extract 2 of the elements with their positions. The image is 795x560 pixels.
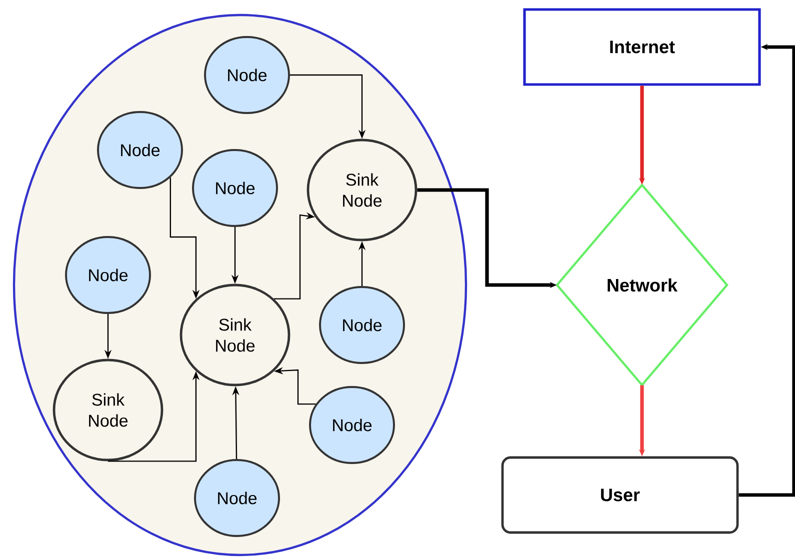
internet-box: Internet [523,8,761,86]
user-box: User [501,456,739,534]
